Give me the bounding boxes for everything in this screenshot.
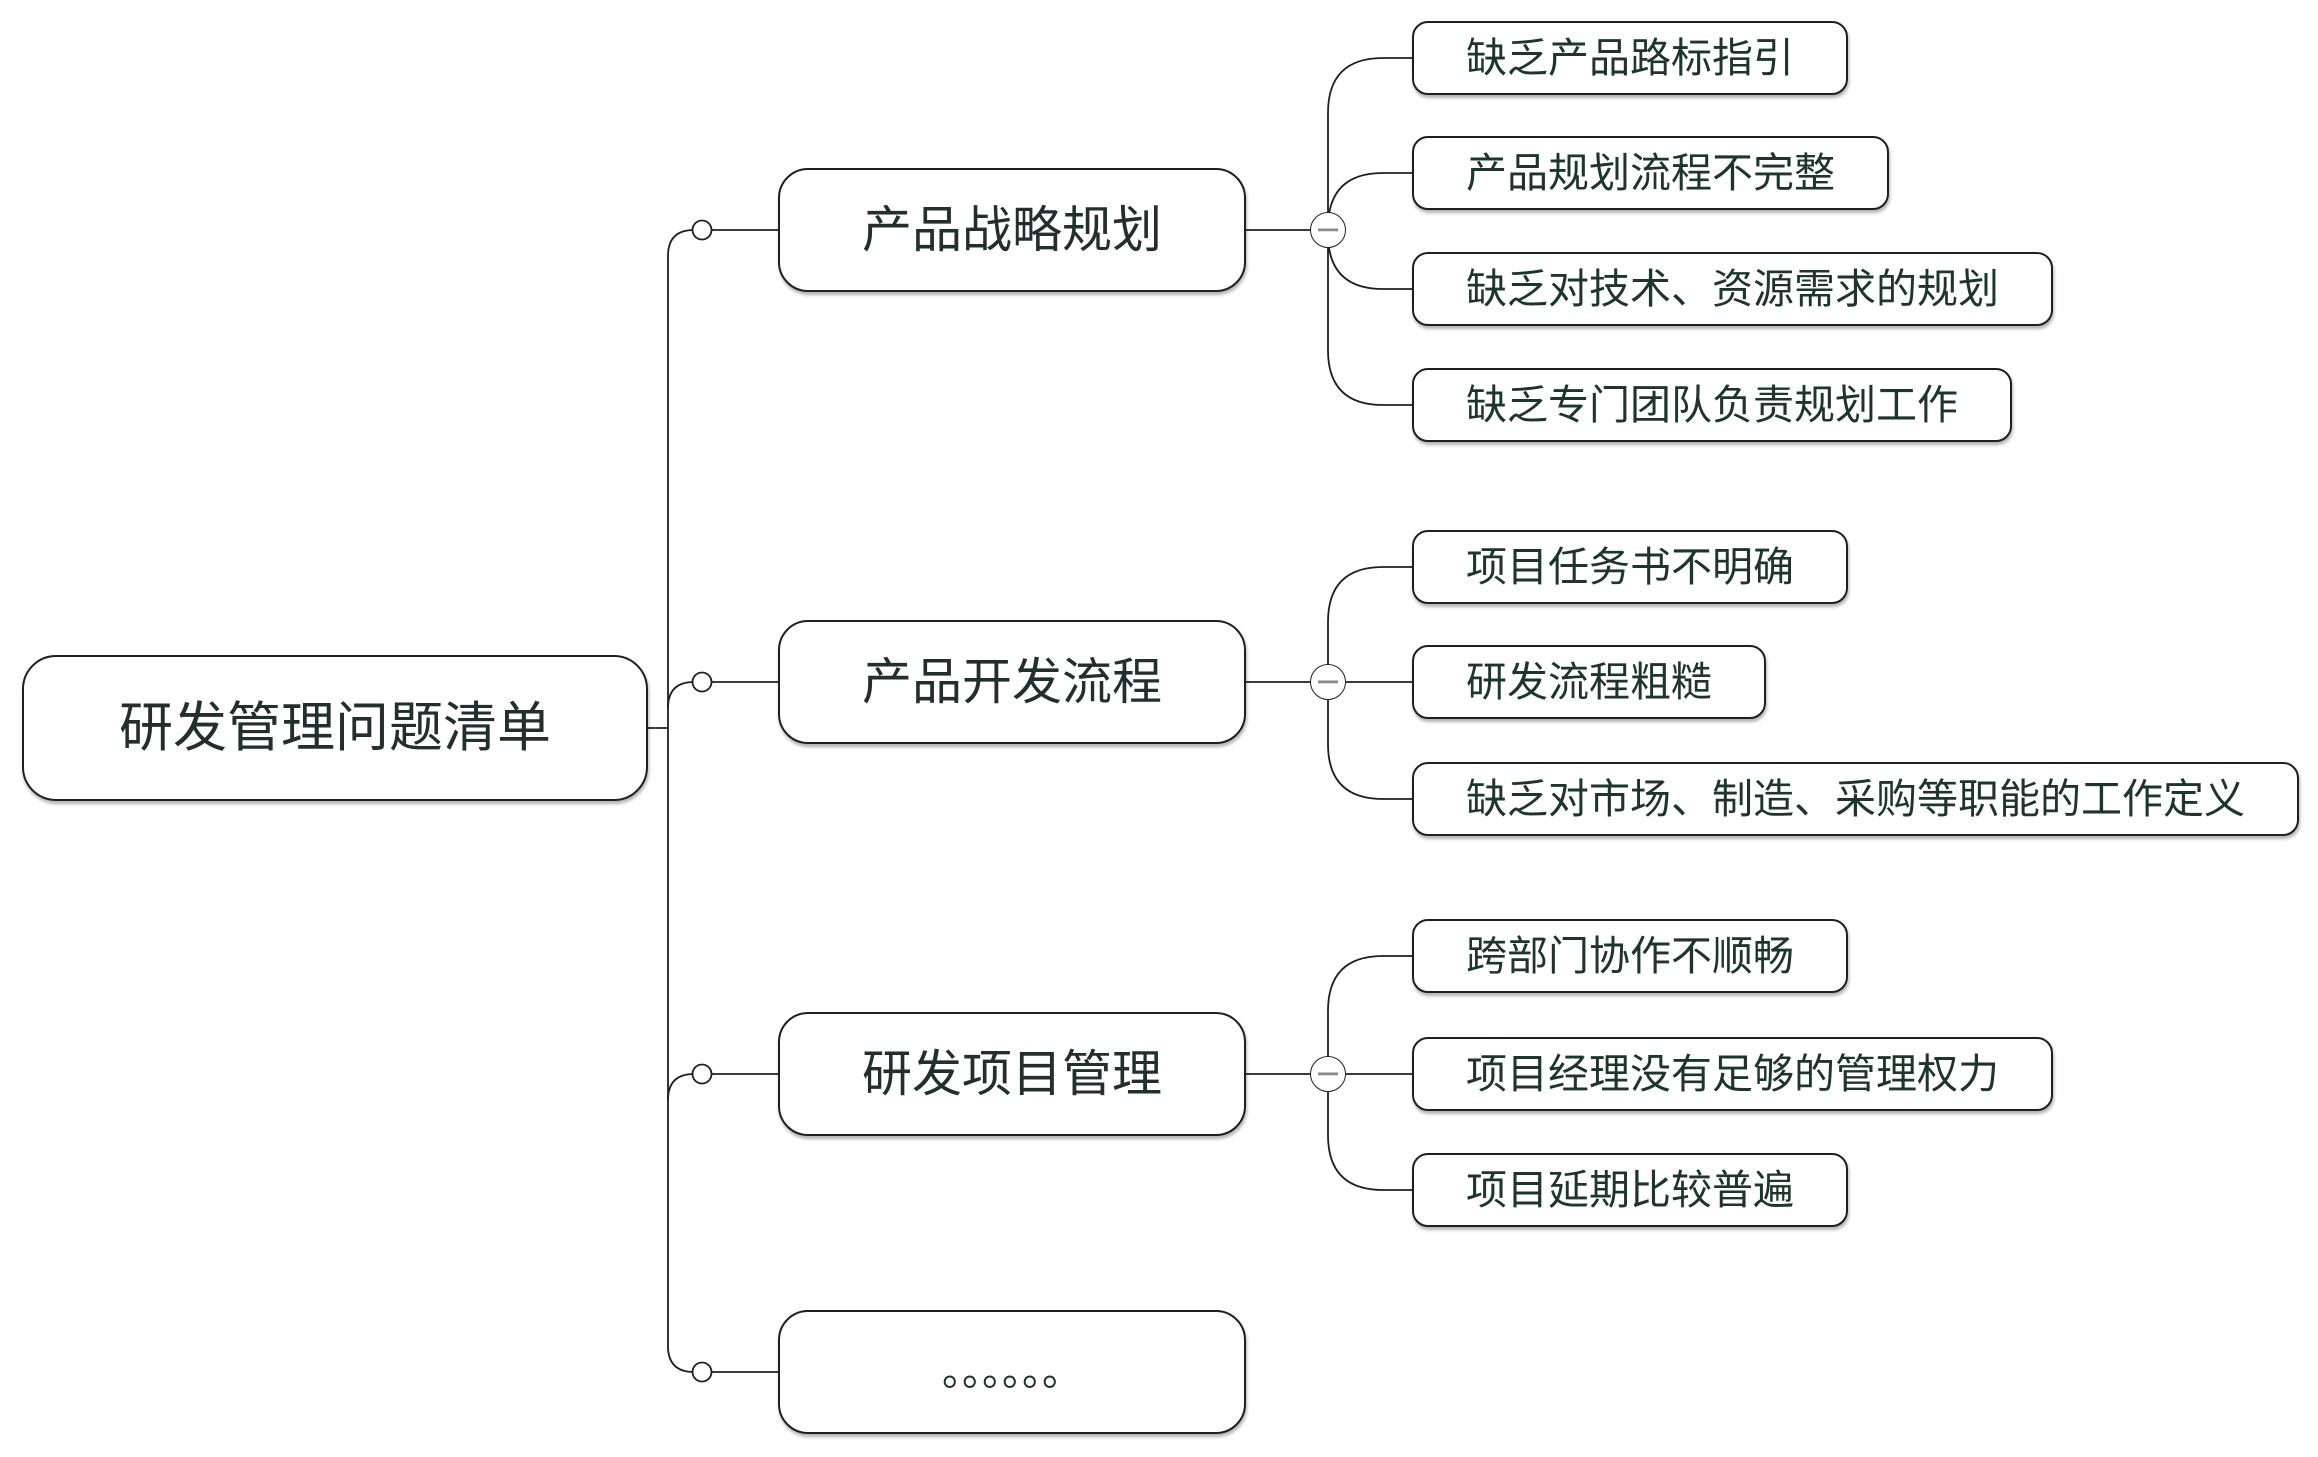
minus-icon: − [1314,661,1342,700]
minus-icon: − [1314,1053,1342,1092]
child-node[interactable]: 项目延期比较普遍 [1412,1153,1848,1227]
collapse-button[interactable]: − [1310,1056,1346,1092]
child-node[interactable]: 缺乏对市场、制造、采购等职能的工作定义 [1412,762,2299,836]
branch-3-tap-curve [667,1073,695,1101]
branch-node-3[interactable]: 研发项目管理 [778,1012,1246,1136]
branch-3-child-3-curve [1327,1134,1418,1191]
branch-1-child-3-curve [1327,233,1418,290]
branch-node-1[interactable]: 产品战略规划 [778,168,1246,292]
collapse-button[interactable]: − [1310,212,1346,248]
child-node[interactable]: 项目任务书不明确 [1412,530,1848,604]
junction-dot [691,219,713,241]
collapse-button[interactable]: − [1310,664,1346,700]
branch-3-child-1-curve [1327,955,1418,1012]
branch-node-4[interactable]: 。。。。。。 [778,1310,1246,1434]
child-node[interactable]: 缺乏专门团队负责规划工作 [1412,368,2012,442]
child-node[interactable]: 跨部门协作不顺畅 [1412,919,1848,993]
child-node[interactable]: 缺乏产品路标指引 [1412,21,1848,95]
root-node[interactable]: 研发管理问题清单 [22,655,648,801]
branch-1-child-4-curve [1327,349,1418,406]
child-node[interactable]: 产品规划流程不完整 [1412,136,1889,210]
child-node[interactable]: 缺乏对技术、资源需求的规划 [1412,252,2053,326]
branch-node-2[interactable]: 产品开发流程 [778,620,1246,744]
junction-dot [691,671,713,693]
branch-1-child-1-curve [1327,57,1418,114]
branch-2-child-3-curve [1327,743,1418,800]
branch-2-child-1-curve [1327,566,1418,623]
junction-dot [691,1361,713,1383]
minus-icon: − [1314,209,1342,248]
child-node[interactable]: 研发流程粗糙 [1412,645,1766,719]
junction-dot [691,1063,713,1085]
trunk-line [667,229,695,1373]
child-node[interactable]: 项目经理没有足够的管理权力 [1412,1037,2053,1111]
branch-2-tap-curve [667,681,695,709]
